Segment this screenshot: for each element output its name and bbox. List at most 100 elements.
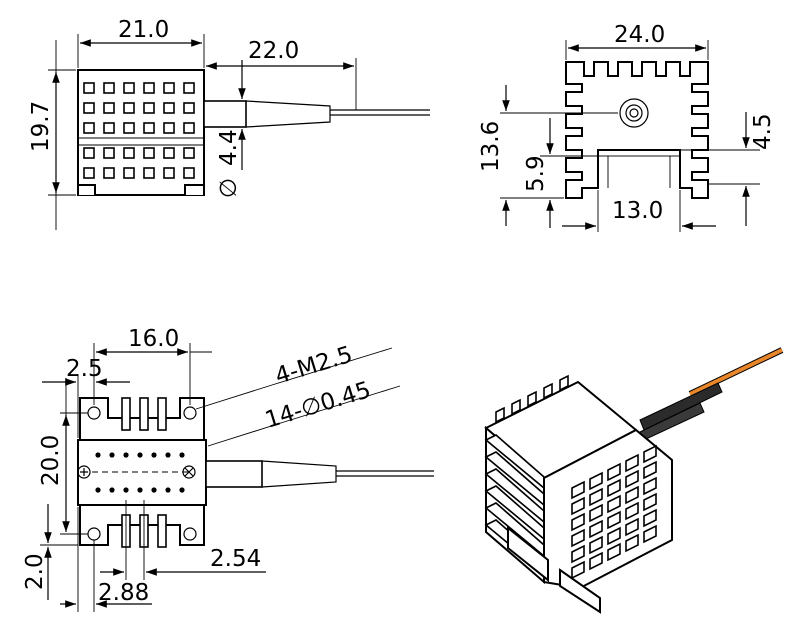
fin-square <box>589 487 603 507</box>
mounting-rail <box>507 525 549 583</box>
fin-square <box>571 544 585 564</box>
fin-square <box>123 167 135 179</box>
dim-pitch: 2.54 <box>210 546 261 572</box>
dim-fiber-diameter: 4.4 <box>216 129 242 166</box>
mounting-hole <box>183 406 197 420</box>
pin <box>95 452 101 458</box>
dim-pin-row: 2.88 <box>98 580 149 606</box>
pin <box>109 452 115 458</box>
fiber-port-outer <box>619 98 649 128</box>
label-screws: 4-M2.5 <box>272 342 355 390</box>
pin <box>137 452 143 458</box>
fin-square <box>123 147 135 159</box>
pin-rows <box>92 452 188 493</box>
fin-square <box>163 82 175 94</box>
fin-square <box>83 167 95 179</box>
fin-square <box>163 147 175 159</box>
pin <box>151 452 157 458</box>
fin-grid-right <box>571 444 657 580</box>
fin-square <box>607 478 621 498</box>
fin-square <box>589 471 603 491</box>
pin <box>179 487 185 493</box>
fin-square <box>83 122 95 134</box>
fin-square <box>143 167 155 179</box>
dim-slot-width: 13.0 <box>612 198 663 224</box>
fin-square <box>183 102 195 114</box>
fin-square <box>571 512 585 532</box>
fin-square <box>123 102 135 114</box>
fin-square <box>571 496 585 516</box>
fin-square <box>103 147 115 159</box>
fin-square <box>143 147 155 159</box>
fiber-cable <box>330 109 430 116</box>
fin-square <box>123 82 135 94</box>
fin-square <box>607 462 621 482</box>
fin-square <box>643 524 657 544</box>
dim-center: 5.9 <box>523 155 549 192</box>
pin <box>151 487 157 493</box>
fin-square <box>163 122 175 134</box>
module-body <box>77 69 205 196</box>
fin-square <box>163 102 175 114</box>
dim-edge-offset: 2.5 <box>66 356 103 382</box>
fin-square <box>625 501 639 521</box>
fin-square <box>123 122 135 134</box>
fin-square <box>183 167 195 179</box>
fin-square <box>643 508 657 528</box>
heatsink-profile <box>565 61 709 199</box>
fin-square <box>607 526 621 546</box>
fin-square <box>571 528 585 548</box>
fin-square <box>571 560 585 580</box>
dim-width: 21.0 <box>118 17 169 43</box>
pin <box>123 487 129 493</box>
dim-fin: 4.5 <box>750 113 776 150</box>
pin <box>165 452 171 458</box>
pin <box>165 487 171 493</box>
fin-square <box>607 542 621 562</box>
fin-square <box>589 551 603 571</box>
fin-square <box>103 167 115 179</box>
fin-ridge <box>543 382 553 400</box>
pin <box>95 487 101 493</box>
fin-square <box>625 517 639 537</box>
mounting-feet <box>77 184 205 195</box>
fin-square <box>103 82 115 94</box>
pin <box>123 452 129 458</box>
dim-hole-spacing: 16.0 <box>128 326 179 352</box>
fin-square <box>83 147 95 159</box>
bottom-left-view: 16.0 2.5 20.0 4-M2.5 14-∅0.45 2.0 2.54 <box>22 326 434 612</box>
dim-bottom-offset: 2.0 <box>22 553 48 590</box>
fin-square <box>625 453 639 473</box>
fin-square <box>625 485 639 505</box>
fin-ridge <box>527 390 537 408</box>
fin-ridge <box>559 374 569 392</box>
pin <box>137 487 143 493</box>
isometric-view <box>484 347 784 614</box>
fin-square <box>571 480 585 500</box>
fin-square <box>183 147 195 159</box>
dim-height: 19.7 <box>28 101 54 152</box>
mounting-hole <box>183 527 197 541</box>
fin-square <box>143 82 155 94</box>
fiber-sleeve <box>203 100 247 128</box>
fin-grid <box>83 82 195 179</box>
fin-square <box>103 102 115 114</box>
pin <box>109 487 115 493</box>
fin-square <box>589 519 603 539</box>
dim-width: 24.0 <box>614 22 665 48</box>
fin-square <box>625 533 639 553</box>
fin-square <box>589 503 603 523</box>
fin-square <box>607 494 621 514</box>
screw-icon <box>77 465 91 479</box>
fin-square <box>607 510 621 530</box>
dim-fiber-diameter-symbol: ∅ <box>216 178 242 198</box>
dim-fiber-length: 22.0 <box>248 38 299 64</box>
fin-square <box>143 102 155 114</box>
fin-square <box>589 535 603 555</box>
fin-square <box>643 476 657 496</box>
dim-height: 20.0 <box>38 435 64 486</box>
fin-square <box>643 492 657 512</box>
fin-square <box>103 122 115 134</box>
fiber-boot <box>245 100 331 128</box>
